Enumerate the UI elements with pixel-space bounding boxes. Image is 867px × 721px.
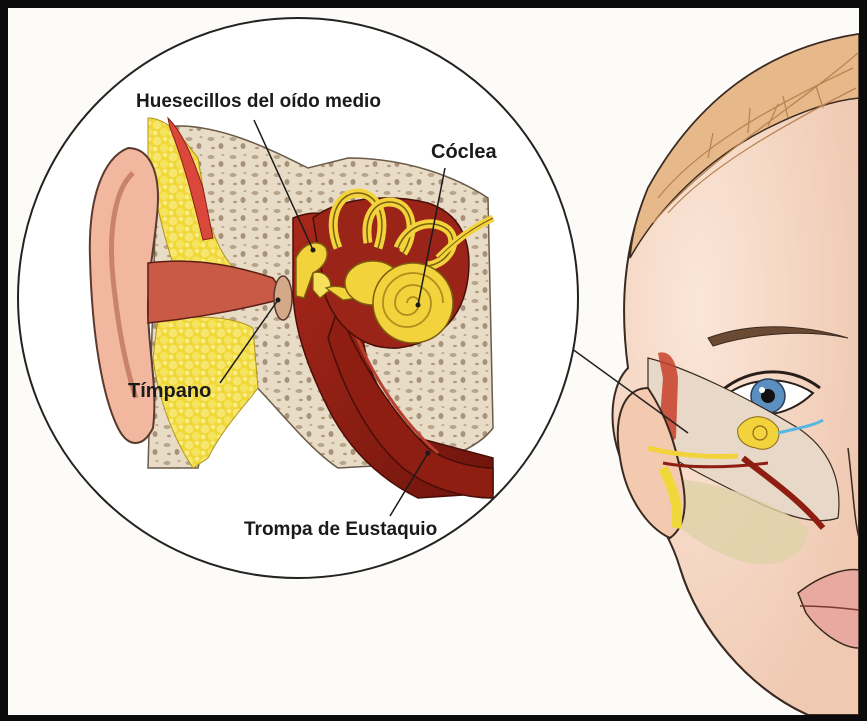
- anatomy-canvas: Huesecillos del oído medio Cóclea Tímpan…: [8, 8, 859, 715]
- ear-anatomy-illustration: Huesecillos del oído medio Cóclea Tímpan…: [8, 8, 859, 715]
- label-eardrum: Tímpano: [128, 380, 211, 402]
- face-illustration: [613, 34, 860, 715]
- cochlea: [373, 263, 453, 343]
- label-eustachian-tube: Trompa de Eustaquio: [244, 519, 437, 540]
- label-ossicles: Huesecillos del oído medio: [136, 91, 381, 112]
- label-cochlea: Cóclea: [431, 141, 497, 163]
